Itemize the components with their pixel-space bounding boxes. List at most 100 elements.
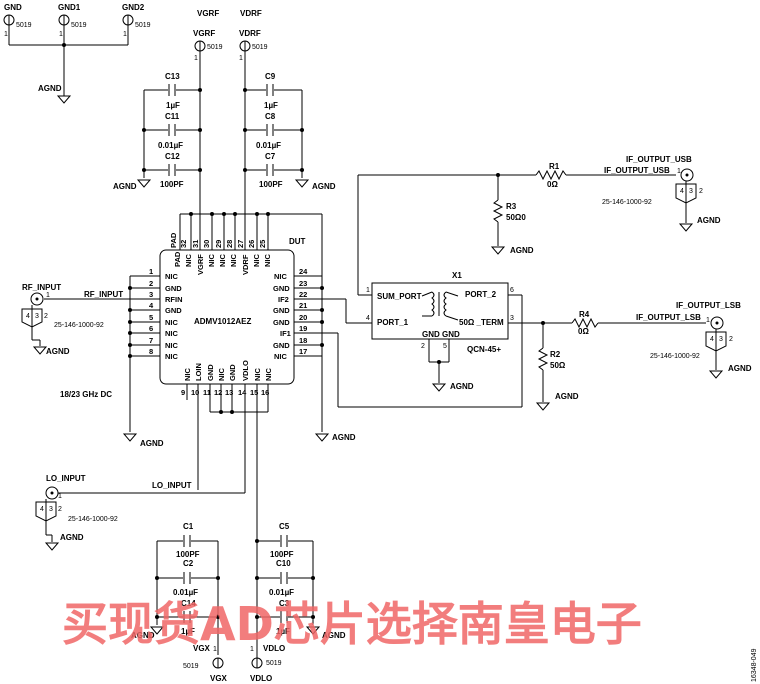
svg-text:IF_OUTPUT_LSB: IF_OUTPUT_LSB <box>636 313 701 322</box>
svg-text:1: 1 <box>59 31 63 38</box>
svg-text:13: 13 <box>225 388 233 397</box>
svg-text:LOIN: LOIN <box>194 363 203 381</box>
svg-text:VGX: VGX <box>210 674 228 683</box>
svg-text:1: 1 <box>123 31 127 38</box>
svg-text:R1: R1 <box>549 162 560 171</box>
svg-text:AGND: AGND <box>322 631 346 640</box>
vgrf-supply: VGRF VGRF 5019 1 C13 1µF C11 0.01µF C12 … <box>113 9 223 222</box>
svg-text:NIC: NIC <box>252 254 261 268</box>
svg-text:GND: GND <box>273 306 290 315</box>
vgx-supply: C1 100PF C2 0.01µF C14 1µF AGND VGX 1 50… <box>131 522 228 683</box>
svg-text:3: 3 <box>719 336 723 343</box>
svg-text:21: 21 <box>299 301 307 310</box>
chip-right-pins: 24 23 22 21 20 19 18 17 NIC GND IF2 GND … <box>273 267 356 442</box>
svg-text:NIC: NIC <box>263 254 272 268</box>
svg-text:3: 3 <box>510 315 514 322</box>
svg-text:AGND: AGND <box>140 439 164 448</box>
svg-text:AGND: AGND <box>60 533 84 542</box>
svg-text:6: 6 <box>149 324 153 333</box>
svg-text:50Ω: 50Ω <box>550 361 566 370</box>
svg-text:C5: C5 <box>279 522 290 531</box>
if-output-usb-branch: R1 0Ω R3 50Ω0 AGND IF_OUTPUT_USB IF_OUTP… <box>358 155 721 255</box>
svg-text:AGND: AGND <box>113 182 137 191</box>
svg-text:VGRF: VGRF <box>197 9 219 18</box>
svg-text:VGX: VGX <box>193 644 211 653</box>
svg-text:5019: 5019 <box>183 663 199 670</box>
svg-text:1µF: 1µF <box>276 627 290 636</box>
svg-text:1µF: 1µF <box>166 101 180 110</box>
svg-text:GND1: GND1 <box>58 3 81 12</box>
svg-text:1µF: 1µF <box>264 101 278 110</box>
svg-text:4: 4 <box>149 301 154 310</box>
svg-text:GND: GND <box>422 330 440 339</box>
svg-text:25-146-1000-92: 25-146-1000-92 <box>54 322 104 329</box>
svg-text:100PF: 100PF <box>259 180 283 189</box>
svg-text:1: 1 <box>213 646 217 653</box>
svg-text:25: 25 <box>258 240 267 248</box>
svg-text:PAD: PAD <box>173 251 182 267</box>
svg-text:PAD: PAD <box>169 232 178 248</box>
testpoint-gnd2: GND2 5019 1 <box>122 3 151 45</box>
svg-text:LO_INPUT: LO_INPUT <box>152 481 192 490</box>
svg-text:C1: C1 <box>183 522 194 531</box>
svg-text:C8: C8 <box>265 112 276 121</box>
svg-text:7: 7 <box>149 336 153 345</box>
svg-text:3: 3 <box>35 313 39 320</box>
svg-text:NIC: NIC <box>165 329 179 338</box>
svg-text:DUT: DUT <box>289 237 306 246</box>
svg-text:GND: GND <box>165 306 182 315</box>
svg-text:RFIN: RFIN <box>165 295 183 304</box>
svg-text:VDRF: VDRF <box>240 9 262 18</box>
svg-text:1: 1 <box>250 646 254 653</box>
svg-text:PORT_1: PORT_1 <box>377 318 409 327</box>
svg-text:32: 32 <box>179 240 188 248</box>
svg-text:8: 8 <box>149 347 153 356</box>
svg-text:AGND: AGND <box>728 364 752 373</box>
svg-text:AGND: AGND <box>131 631 155 640</box>
chip-left-pins: 1 2 3 4 5 6 7 8 NIC GND RFIN GND NIC NIC… <box>44 267 183 448</box>
figure-id: 16348-049 <box>751 648 758 682</box>
svg-text:12: 12 <box>214 388 222 397</box>
svg-text:20: 20 <box>299 313 307 322</box>
svg-text:5: 5 <box>443 343 447 350</box>
svg-text:4: 4 <box>710 336 714 343</box>
svg-text:29: 29 <box>214 240 223 248</box>
chip-bottom-pins: 9 10 11 12 13 14 15 16 NIC LOIN GND NIC … <box>181 360 273 668</box>
svg-text:16: 16 <box>261 388 269 397</box>
svg-text:0.01µF: 0.01µF <box>269 588 294 597</box>
svg-text:26: 26 <box>247 240 256 248</box>
svg-text:28: 28 <box>225 240 234 248</box>
svg-text:5019: 5019 <box>266 660 282 667</box>
svg-text:AGND: AGND <box>46 347 70 356</box>
vdlo-supply: C5 100PF C10 0.01µF C3 1µF AGND VDLO 1 5… <box>250 522 346 683</box>
chip-top-pins: PAD 32 31 30 29 28 27 26 25 PAD NIC VGRF… <box>169 212 323 432</box>
svg-text:22: 22 <box>299 290 307 299</box>
if-output-lsb-branch: R4 0Ω R2 50Ω AGND IF_OUTPUT_LSB IF_OUTPU… <box>535 301 752 411</box>
ground-testpoints: GND 5019 1 GND1 5019 1 GND2 5019 1 AGND <box>3 3 151 104</box>
svg-text:VDLO: VDLO <box>250 674 272 683</box>
svg-text:18: 18 <box>299 336 307 345</box>
svg-text:1: 1 <box>194 55 198 62</box>
svg-text:GND2: GND2 <box>122 3 145 12</box>
svg-text:X1: X1 <box>452 271 462 280</box>
svg-text:24: 24 <box>299 267 308 276</box>
svg-text:30: 30 <box>202 240 211 248</box>
svg-text:C11: C11 <box>165 112 180 121</box>
hybrid-coupler-x1: X1 SUM_PORT PORT_1 PORT_2 50Ω _TERM GND … <box>337 175 572 408</box>
svg-text:4: 4 <box>26 313 30 320</box>
svg-text:AGND: AGND <box>450 382 474 391</box>
svg-text:C12: C12 <box>165 152 180 161</box>
svg-text:RF_INPUT: RF_INPUT <box>22 283 61 292</box>
svg-text:1µF: 1µF <box>181 627 195 636</box>
svg-text:27: 27 <box>236 240 245 248</box>
svg-text:4: 4 <box>40 506 44 513</box>
svg-text:VGRF: VGRF <box>193 29 215 38</box>
svg-text:5: 5 <box>149 313 153 322</box>
svg-text:25-146-1000-92: 25-146-1000-92 <box>602 199 652 206</box>
svg-text:2: 2 <box>149 279 153 288</box>
svg-text:1: 1 <box>706 317 710 324</box>
svg-text:C10: C10 <box>276 559 291 568</box>
svg-text:3: 3 <box>689 188 693 195</box>
svg-text:6: 6 <box>510 287 514 294</box>
svg-text:LO_INPUT: LO_INPUT <box>46 474 86 483</box>
